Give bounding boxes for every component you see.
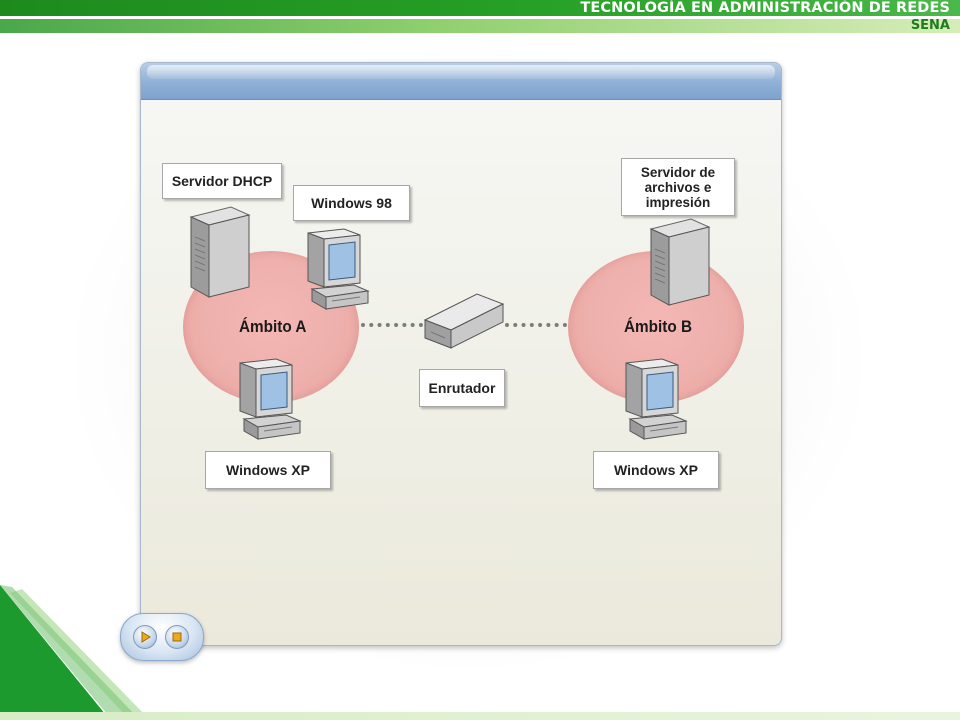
- file-server-line-2: archivos e: [644, 179, 712, 195]
- playback-controls: [120, 613, 204, 661]
- file-print-server-icon: [649, 218, 711, 306]
- label-dhcp-server: Servidor DHCP: [162, 163, 282, 199]
- scope-b-label: Ámbito B: [624, 317, 692, 336]
- label-windows-xp-b: Windows XP: [593, 451, 719, 489]
- header-divider: [0, 16, 960, 19]
- header-subtitle: SENA: [910, 18, 950, 33]
- link-a-router: [361, 323, 423, 327]
- stop-button[interactable]: [165, 625, 189, 649]
- router-icon: [423, 293, 505, 349]
- windows-xp-a-computer-icon: [239, 358, 302, 440]
- link-router-b: [505, 323, 567, 327]
- stop-icon: [172, 632, 182, 642]
- footer-bar: [0, 712, 960, 720]
- scope-a-label: Ámbito A: [239, 317, 307, 336]
- label-windows-98: Windows 98: [293, 185, 410, 221]
- windows-xp-b-computer-icon: [625, 358, 688, 440]
- windows98-computer-icon: [307, 228, 370, 310]
- header-subbar: [0, 19, 960, 33]
- diagram-panel: Ámbito A Ámbito B Servidor DHCP Windows …: [140, 62, 782, 646]
- header-title: TECNOLOGÍA EN ADMINISTRACIÓN DE REDES: [580, 0, 950, 16]
- play-icon: [141, 631, 151, 643]
- label-file-print-server: Servidor de archivos e impresión: [621, 158, 735, 216]
- play-button[interactable]: [133, 625, 157, 649]
- panel-header: [141, 63, 781, 100]
- label-router: Enrutador: [419, 369, 505, 407]
- corner-decoration: [0, 585, 150, 720]
- file-server-line-1: Servidor de: [640, 164, 716, 180]
- label-windows-xp-a: Windows XP: [205, 451, 331, 489]
- dhcp-server-icon: [189, 206, 251, 298]
- file-server-line-3: impresión: [645, 194, 711, 210]
